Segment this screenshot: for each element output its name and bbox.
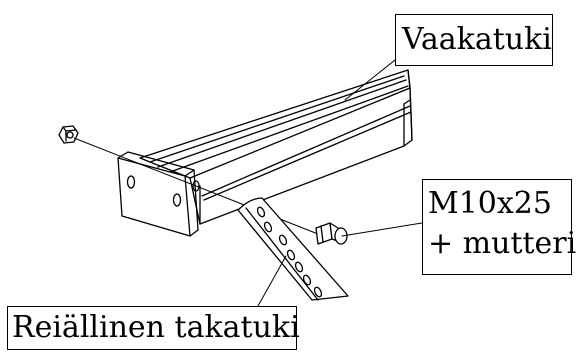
bracket-hole: [294, 261, 304, 273]
bracket-hole: [302, 274, 312, 286]
nut: [58, 125, 79, 144]
bracket-hole: [313, 286, 323, 298]
bracket-hole: [286, 249, 296, 261]
bolt: [315, 222, 348, 245]
perforated-bracket: [237, 197, 349, 301]
beam-hole: [192, 180, 200, 192]
horizontal-beam: [139, 69, 413, 225]
bolt-label-line1: M10x25: [428, 186, 552, 221]
bracket-hole: [278, 234, 288, 246]
bracket-label: Reiällinen takatuki: [7, 306, 300, 350]
bracket-hole: [263, 221, 273, 233]
bracket-hole: [256, 206, 266, 218]
plate-hole-left: [126, 175, 136, 189]
beam-leader: [344, 55, 401, 101]
end-plate: [117, 151, 200, 237]
plate-hole-right: [172, 193, 182, 207]
beam-label: Vaakatuki: [395, 14, 553, 66]
bolt-label: M10x25 + mutteri: [422, 179, 577, 275]
bolt-leader: [341, 221, 429, 237]
bolt-label-line2: + mutteri: [428, 226, 577, 261]
bracket-leader: [257, 255, 287, 307]
